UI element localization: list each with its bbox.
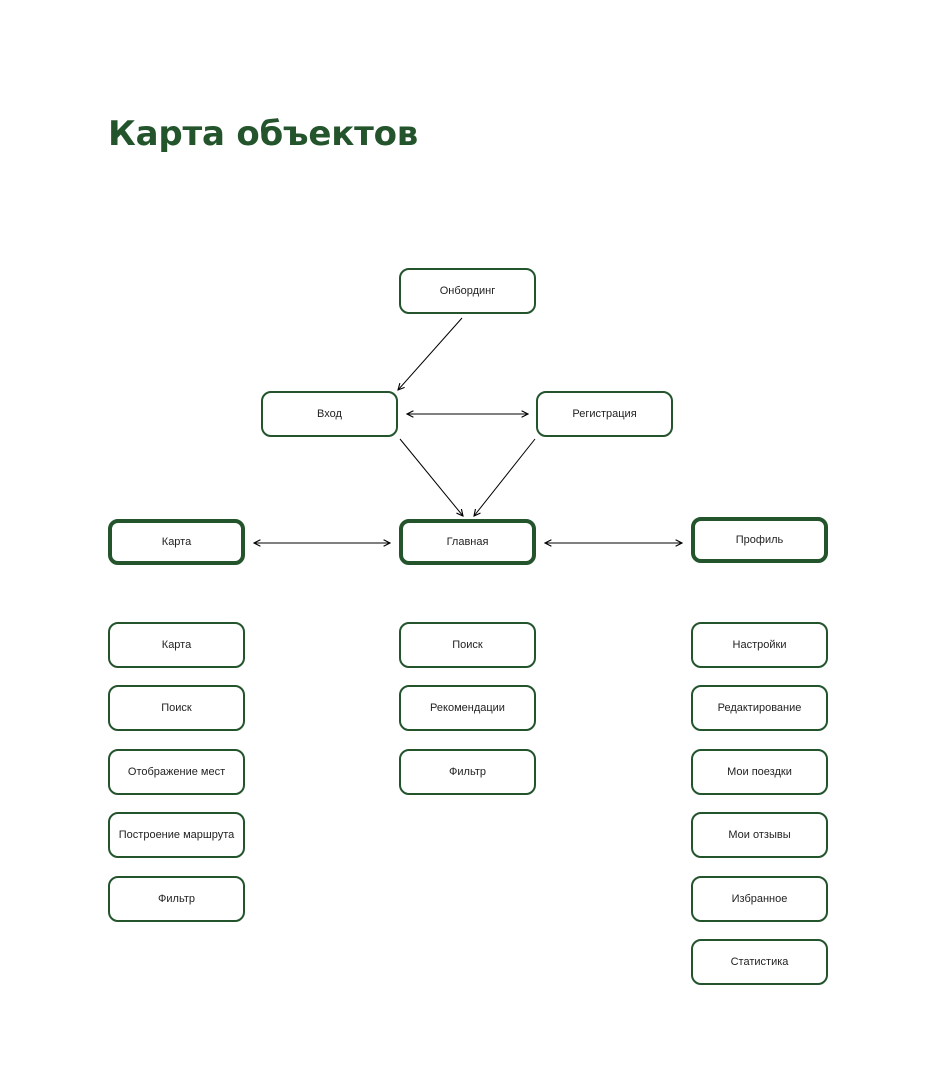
node-label: Вход [317, 408, 342, 420]
map-item-route-building[interactable]: Построение маршрута [108, 812, 245, 858]
node-label: Редактирование [717, 702, 802, 714]
node-label: Избранное [731, 893, 788, 905]
map-item-map[interactable]: Карта [108, 622, 245, 668]
node-label: Карта [161, 536, 192, 548]
node-label: Регистрация [572, 408, 637, 420]
node-label: Профиль [735, 534, 784, 546]
node-label: Онбординг [439, 285, 496, 297]
node-label: Рекомендации [430, 702, 505, 714]
node-label: Построение маршрута [118, 829, 235, 841]
node-label: Фильтр [158, 893, 195, 905]
profile-item-my-reviews[interactable]: Мои отзывы [691, 812, 828, 858]
node-label: Поиск [452, 639, 483, 651]
node-registration[interactable]: Регистрация [536, 391, 673, 437]
profile-item-favorites[interactable]: Избранное [691, 876, 828, 922]
arrow-login-to-home [399, 438, 463, 516]
map-item-places-display[interactable]: Отображение мест [108, 749, 245, 795]
arrow-onboarding-to-login [398, 317, 463, 390]
map-item-filter[interactable]: Фильтр [108, 876, 245, 922]
node-label: Главная [446, 536, 489, 548]
profile-item-statistics[interactable]: Статистика [691, 939, 828, 985]
profile-item-editing[interactable]: Редактирование [691, 685, 828, 731]
home-item-search[interactable]: Поиск [399, 622, 536, 668]
node-label: Карта [161, 639, 192, 651]
profile-item-settings[interactable]: Настройки [691, 622, 828, 668]
node-label: Отображение мест [127, 766, 226, 778]
node-login[interactable]: Вход [261, 391, 398, 437]
node-label: Статистика [730, 956, 789, 968]
node-map[interactable]: Карта [108, 519, 245, 565]
node-profile[interactable]: Профиль [691, 517, 828, 563]
map-item-search[interactable]: Поиск [108, 685, 245, 731]
node-label: Поиск [161, 702, 192, 714]
profile-item-my-trips[interactable]: Мои поездки [691, 749, 828, 795]
node-label: Мои поездки [727, 766, 792, 778]
node-home[interactable]: Главная [399, 519, 536, 565]
page-title: Карта объектов [108, 114, 419, 154]
node-label: Фильтр [449, 766, 486, 778]
home-item-recommendations[interactable]: Рекомендации [399, 685, 536, 731]
node-onboarding[interactable]: Онбординг [399, 268, 536, 314]
node-label: Настройки [732, 639, 787, 651]
home-item-filter[interactable]: Фильтр [399, 749, 536, 795]
arrow-registration-to-home [474, 438, 536, 516]
node-label: Мои отзывы [728, 829, 791, 841]
